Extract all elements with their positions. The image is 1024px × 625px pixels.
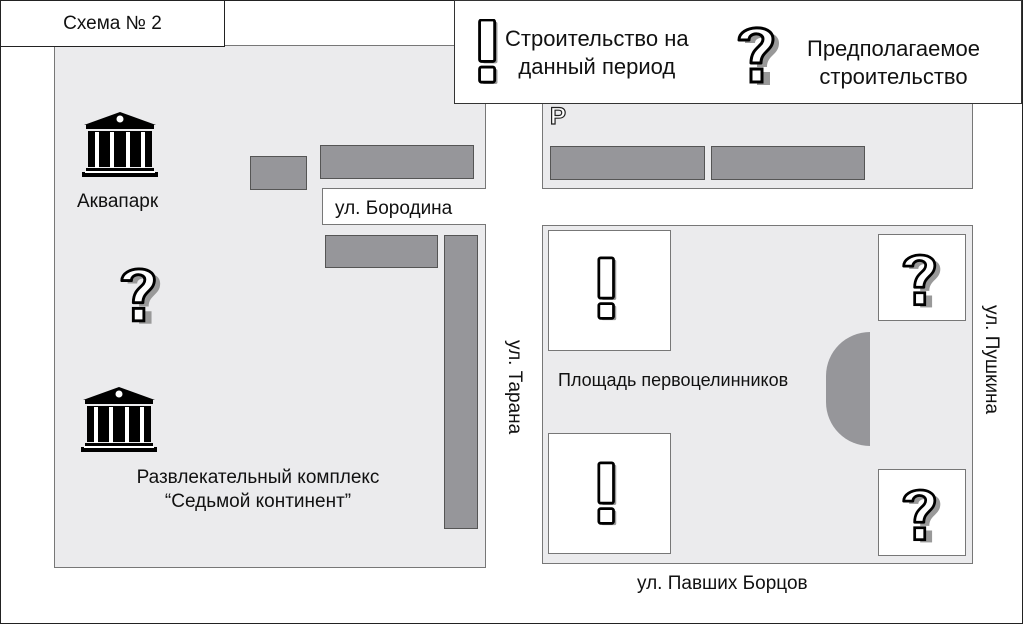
museum-icon [80,110,160,180]
street-tarana: ул. Тарана [504,340,525,435]
label-entertainment-complex: Развлекательный комплекс “Седьмой контин… [116,466,400,514]
street-pushkina: ул. Пушкина [981,305,1002,415]
legend: Строительство на данный период Предполаг… [454,0,1022,104]
legend-label: Предполагаемое [807,36,980,61]
parking-icon: P [549,102,567,130]
building [325,235,438,268]
legend-item-planned: Предполагаемое строительство [807,35,980,91]
museum-icon [79,385,159,455]
street-borodina: ул. Бородина [322,188,486,225]
label-aquapark: Аквапарк [77,191,159,212]
exclamation-icon [477,19,501,85]
question-icon [900,248,944,310]
label-line: Развлекательный комплекс [136,467,380,488]
building [444,235,478,529]
map-title: Схема № 2 [0,0,225,47]
legend-label: Строительство на [505,26,689,51]
label-square: Площадь первоцелинников [558,370,789,390]
legend-label: строительство [819,64,968,89]
building [250,156,307,190]
label-line: “Седьмой континент” [164,491,352,512]
building [711,146,865,180]
fountain-halfcircle [826,332,870,446]
street-pavshih-bortsov: ул. Павших Борцов [637,573,808,594]
legend-label: данный период [518,54,676,79]
question-icon [118,262,164,326]
building [550,146,705,180]
exclamation-icon [597,461,619,527]
exclamation-icon [597,256,619,322]
building [320,145,474,179]
question-icon [900,483,944,545]
question-icon [735,21,783,87]
legend-item-construction: Строительство на данный период [505,25,689,81]
